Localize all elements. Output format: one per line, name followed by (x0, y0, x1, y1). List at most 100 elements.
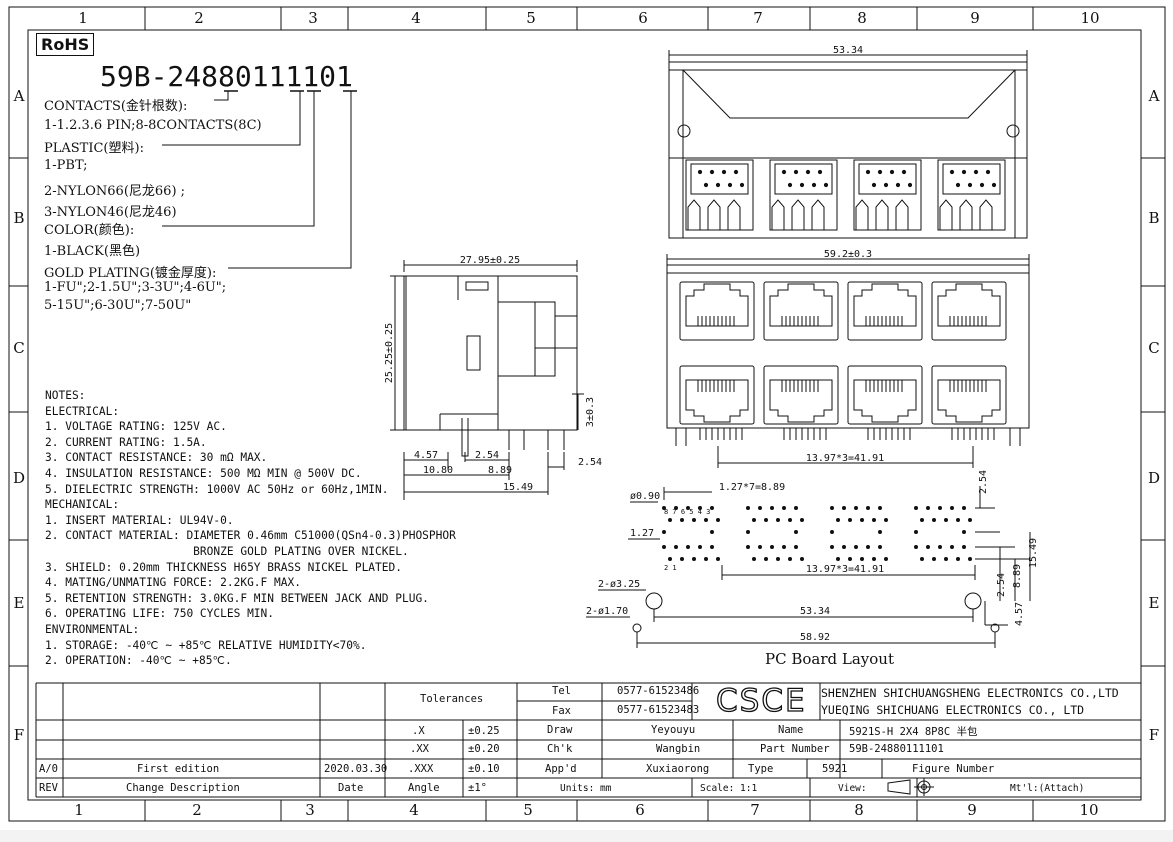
pcb-layout-caption: PC Board Layout (765, 650, 894, 668)
dim-pcb-889: 8.89 (1012, 564, 1023, 588)
part-number-label: Part Number (760, 743, 830, 755)
zone-col-2: 2 (194, 9, 204, 27)
dim-side-1549: 15.49 (503, 482, 533, 493)
tol-xx-label: .XX (410, 743, 429, 755)
dim-pcb-254b: 2.54 (996, 573, 1007, 597)
plastic-option-2: 2-NYLON66(尼龙66) ; (44, 184, 186, 199)
tel-value: 0577-61523486 (617, 685, 700, 697)
csce-logo: CSCE (715, 682, 807, 719)
note-line: 4. INSULATION RESISTANCE: 500 MΩ MIN @ 5… (45, 466, 362, 480)
zone-col-9: 9 (970, 9, 980, 27)
zone-col-6: 6 (638, 9, 648, 27)
outer-frame (8, 6, 1166, 822)
dim-pcb-5334: 53.34 (800, 606, 830, 617)
dim-pcb-5892: 58.92 (800, 632, 830, 643)
note-line: 2. CONTACT MATERIAL: DIAMETER 0.46mm C51… (45, 529, 456, 543)
dim-pcb-170: 2-ø1.70 (586, 606, 628, 617)
zone-col-2-bottom: 2 (192, 801, 202, 819)
zone-col-4-bottom: 4 (409, 801, 419, 819)
dim-pcb-127x7: 1.27*7=8.89 (719, 482, 785, 493)
zone-row-c: C (13, 339, 25, 357)
zone-col-10: 10 (1080, 9, 1100, 27)
zone-col-1-bottom: 1 (74, 801, 84, 819)
note-line: 6. OPERATING LIFE: 750 CYCLES MIN. (45, 607, 275, 621)
check-value: Wangbin (656, 743, 701, 755)
dim-side-457: 4.57 (414, 450, 438, 461)
zone-row-e: E (13, 594, 25, 612)
rev-date: 2020.03.30 (324, 763, 388, 775)
dim-side-3: 3±0.3 (585, 397, 596, 427)
gold-plating-options-2: 5-15U";6-30U";7-50U" (44, 298, 192, 313)
zone-col-8-bottom: 8 (854, 801, 864, 819)
part-number-code: 59B-24880111101 (100, 60, 353, 93)
dim-pcb-090: ø0.90 (630, 491, 660, 502)
dim-side-depth: 27.95±0.25 (460, 255, 520, 266)
note-line: 1. STORAGE: -40℃ ~ +85℃ RELATIVE HUMIDIT… (45, 638, 367, 652)
dim-side-889: 8.89 (488, 465, 512, 476)
color-label: COLOR(颜色): (44, 223, 135, 238)
scale-label: Scale: 1:1 (700, 783, 758, 794)
dim-side-254a: 2.54 (475, 450, 499, 461)
pcb-layout (586, 486, 1031, 648)
side-view (390, 260, 584, 500)
pin-numbers-top: 8 7 6 5 4 3 (664, 508, 710, 516)
zone-row-a-right: A (1148, 87, 1160, 105)
zone-col-10-bottom: 10 (1079, 801, 1099, 819)
zone-col-3: 3 (308, 9, 318, 27)
gold-plating-label: GOLD PLATING(镀金厚度): (44, 266, 217, 281)
note-line: 2. CURRENT RATING: 1.5A. (45, 435, 207, 449)
gold-plating-options-1: 1-FU";2-1.5U";3-3U";4-6U"; (44, 280, 227, 295)
change-description-label: Change Description (126, 782, 240, 794)
units-label: Units: mm (560, 783, 612, 794)
zone-col-5: 5 (526, 9, 536, 27)
zone-col-4: 4 (411, 9, 421, 27)
name-label: Name (778, 724, 804, 736)
note-line: 3. CONTACT RESISTANCE: 30 mΩ MAX. (45, 451, 268, 465)
product-name: 5921S-H 2X4 8P8C 半包 (849, 726, 978, 738)
note-line: MECHANICAL: (45, 498, 120, 512)
note-line: BRONZE GOLD PLATING OVER NICKEL. (45, 544, 409, 558)
check-label: Ch'k (547, 743, 573, 755)
type-label: Type (748, 763, 774, 775)
draw-value: Yeyouyu (651, 724, 696, 736)
notes-block: NOTES: ELECTRICAL: 1. VOLTAGE RATING: 12… (45, 388, 456, 669)
zone-col-8: 8 (857, 9, 867, 27)
rev-label: REV (39, 782, 58, 794)
dim-pcb-pitch: 13.97*3=41.91 (806, 564, 884, 575)
note-line: 3. SHIELD: 0.20mm THICKNESS H65Y BRASS N… (45, 560, 402, 574)
angle-label: Angle (408, 782, 440, 794)
zone-row-b: B (13, 209, 25, 227)
note-line: ELECTRICAL: (45, 404, 120, 418)
note-line: 1. INSERT MATERIAL: UL94V-0. (45, 513, 234, 527)
note-line: 4. MATING/UNMATING FORCE: 2.2KG.F MAX. (45, 576, 301, 590)
dim-top-width: 53.34 (833, 45, 863, 56)
top-view (668, 50, 1028, 239)
dim-pcb-254: 2.54 (978, 470, 989, 494)
note-line: ENVIRONMENTAL: (45, 622, 140, 636)
contacts-label: CONTACTS(金针根数): (44, 99, 188, 114)
angle-value: ±1° (468, 782, 487, 794)
zone-row-d-right: D (1147, 469, 1161, 487)
zone-col-7-bottom: 7 (750, 801, 760, 819)
tol-x-value: ±0.25 (468, 725, 500, 737)
zone-row-d: D (12, 469, 26, 487)
rev-description: First edition (137, 763, 220, 775)
tol-x-label: .X (412, 725, 425, 737)
note-line: 5. DIELECTRIC STRENGTH: 1000V AC 50Hz or… (45, 482, 389, 496)
dim-front-pitch: 13.97*3=41.91 (806, 453, 884, 464)
zone-col-5-bottom: 5 (523, 801, 533, 819)
zone-row-c-right: C (1148, 339, 1160, 357)
note-line: NOTES: (45, 389, 86, 402)
zone-col-7: 7 (753, 9, 763, 27)
draw-label: Draw (547, 724, 573, 736)
zone-row-f: F (13, 726, 25, 744)
tol-xx-value: ±0.20 (468, 743, 500, 755)
dim-side-height: 25.25±0.25 (384, 323, 395, 383)
color-option-1: 1-BLACK(黑色) (44, 244, 141, 259)
rohs-mark: RoHS (36, 33, 95, 56)
zone-row-b-right: B (1148, 209, 1160, 227)
